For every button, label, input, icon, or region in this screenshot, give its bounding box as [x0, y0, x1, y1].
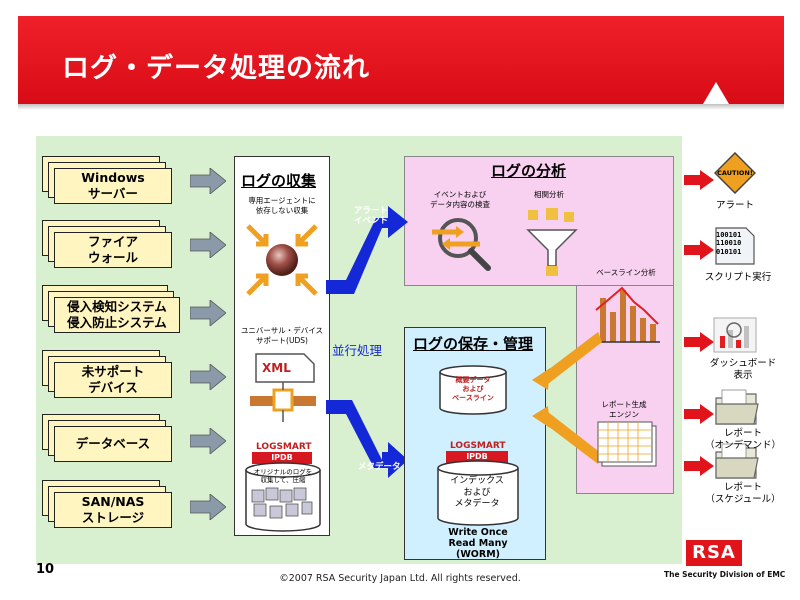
storage-logsmart-label: LOGSMART — [450, 441, 506, 451]
script-bits: 100101 110010 010101 — [716, 231, 742, 256]
magnifier-icon — [432, 218, 491, 271]
storage-ipdb-label: IPDB — [446, 451, 508, 463]
title-banner — [18, 16, 784, 104]
uds-label: ユニバーサル・デバイス サポート(UDS) — [240, 326, 324, 345]
source-label: Windows サーバー — [81, 170, 145, 201]
index-metadata-label: インデックス および メタデータ — [450, 476, 504, 510]
output-arrow-icon — [684, 456, 714, 476]
output-script-label: スクリプト実行 — [704, 272, 772, 283]
source-label: 侵入検知システム 侵入防止システム — [67, 299, 167, 330]
output-report-scheduled-label: レポート （スケジュール） — [705, 482, 781, 505]
source-windows-server: Windows サーバー — [42, 156, 174, 204]
report-flow-arrows-icon — [532, 332, 602, 464]
source-label: SAN/NAS ストレージ — [81, 494, 145, 525]
caution-sign-icon — [714, 152, 756, 194]
alert-flow-arrow-icon — [326, 206, 408, 294]
flow-arrow-icon — [190, 168, 226, 194]
report-folder-icon — [715, 389, 759, 425]
source-label: データベース — [75, 436, 151, 452]
flow-arrow-icon — [190, 300, 226, 326]
baseline-label: ベースライン分析 — [596, 268, 656, 277]
output-arrow-icon — [684, 170, 714, 190]
script-document-icon — [715, 227, 755, 265]
dashboard-icon — [713, 317, 757, 353]
index-db-icon — [437, 460, 519, 526]
rsa-logo: RSA — [686, 540, 742, 566]
metadata-flow-arrow-icon — [326, 400, 408, 478]
summary-db-icon — [439, 365, 507, 415]
metadata-label: メタデータ — [358, 462, 401, 472]
source-san-nas: SAN/NAS ストレージ — [42, 480, 174, 528]
flow-arrow-icon — [190, 428, 226, 454]
title-shadow — [18, 104, 784, 110]
source-ids-ips: 侵入検知システム 侵入防止システム — [42, 285, 180, 333]
collect-logsmart-label: LOGSMART — [256, 442, 312, 452]
worm-label: Write Once Read Many (WORM) — [448, 527, 508, 560]
output-dashboard-label: ダッシュボード 表示 — [709, 358, 777, 381]
source-unsupported-device: 未サポート デバイス — [42, 350, 174, 398]
output-report-ondemand-label: レポート （オンデマンド） — [704, 428, 781, 451]
correlation-label: 相関分析 — [534, 190, 564, 199]
source-label: 未サポート デバイス — [81, 364, 145, 395]
alert-event-label: アラート イベント — [354, 206, 389, 227]
scheduled-report-folder-icon — [715, 443, 759, 479]
caution-text: CAUTION! — [717, 169, 753, 177]
collect-ipdb-label: IPDB — [252, 452, 312, 464]
source-firewall: ファイア ウォール — [42, 220, 174, 268]
funnel-icon — [526, 208, 578, 276]
rsa-tagline: The Security Division of EMC — [664, 570, 786, 579]
flow-arrow-icon — [190, 494, 226, 520]
collector-sphere-icon — [246, 224, 318, 296]
flow-arrow-icon — [190, 232, 226, 258]
xml-label: XML — [262, 361, 291, 375]
output-arrow-icon — [684, 240, 714, 260]
source-database: データベース — [42, 414, 174, 462]
ipdb-cylinder-icon — [245, 462, 321, 532]
collect-title: ログの収集 — [241, 172, 317, 190]
page-title: ログ・データ処理の流れ — [62, 53, 370, 84]
output-arrow-icon — [684, 332, 714, 352]
xml-document-icon — [250, 353, 316, 422]
event-inspection-label: イベントおよび データ内容の検査 — [430, 190, 490, 209]
output-arrow-icon — [684, 404, 714, 424]
storage-title: ログの保存・管理 — [413, 335, 534, 353]
copyright-footer: ©2007 RSA Security Japan Ltd. All rights… — [279, 573, 521, 584]
analysis-panel — [404, 156, 674, 286]
original-log-label: オリジナルのログを 収集して、圧縮 — [253, 468, 313, 485]
report-grid-icon — [597, 421, 657, 467]
flow-arrow-icon — [190, 364, 226, 390]
page-number: 10 — [36, 562, 55, 577]
source-label: ファイア ウォール — [87, 234, 138, 265]
baseline-chart-icon — [594, 286, 660, 343]
summary-data-label: 概要データ および ベースライン — [452, 376, 494, 403]
analysis-title: ログの分析 — [491, 162, 567, 180]
output-alert-label: アラート — [715, 200, 754, 211]
parallel-processing-label: 並行処理 — [332, 343, 383, 358]
report-engine-label: レポート生成 エンジン — [601, 400, 647, 419]
agentless-label: 専用エージェントに 依存しない収集 — [248, 196, 316, 215]
